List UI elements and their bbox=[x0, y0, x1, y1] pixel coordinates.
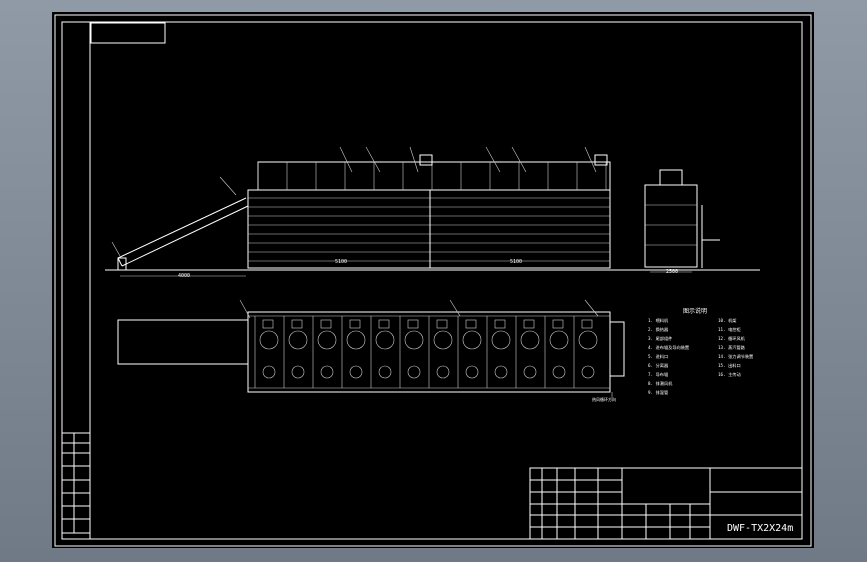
legend-item: 8. 排潮风机 bbox=[648, 380, 673, 387]
legend-item: 10. 机架 bbox=[718, 317, 736, 324]
legend-item: 11. 电控柜 bbox=[718, 326, 741, 333]
plan-view: 热风循环方向 bbox=[117, 299, 625, 402]
legend-title: 图示说明 bbox=[683, 307, 707, 315]
legend-item: 15. 出料口 bbox=[718, 362, 741, 369]
airflow-label: 热风循环方向 bbox=[592, 396, 616, 402]
dim-label-3: 5100 bbox=[510, 259, 522, 265]
legend-item: 13. 蒸汽管路 bbox=[718, 344, 746, 351]
end-elevation-view: 2500 bbox=[644, 169, 720, 275]
dim-label-2: 5100 bbox=[335, 259, 347, 265]
dim-label-4: 2500 bbox=[666, 269, 678, 275]
legend-item: 4. 进布辊及导向装置 bbox=[648, 344, 689, 351]
outer-border bbox=[54, 14, 812, 547]
legend-item: 1. 喂料机 bbox=[648, 317, 669, 324]
legend-item: 5. 进料口 bbox=[648, 353, 668, 360]
legend-item: 14. 张力调节装置 bbox=[718, 353, 753, 360]
legend-item: 9. 排湿管 bbox=[648, 389, 668, 396]
legend-item: 12. 循环风机 bbox=[718, 335, 746, 342]
cad-drawing-viewport[interactable]: 4000 5100 5100 2500 bbox=[52, 12, 814, 548]
side-elevation-view: 4000 5100 5100 bbox=[105, 146, 760, 279]
drawing-frame bbox=[61, 21, 803, 540]
legend-item: 2. 换热器 bbox=[648, 326, 669, 333]
legend-item: 16. 主传动 bbox=[718, 371, 741, 378]
top-left-code-box bbox=[90, 22, 166, 44]
legend-item: 6. 分离器 bbox=[648, 362, 669, 369]
dim-label-1: 4000 bbox=[178, 273, 190, 279]
legend-item: 3. 尾部组件 bbox=[648, 335, 672, 342]
legend-block: 图示说明 1. 喂料机 2. 换热器 3. 尾部组件 4. 进布辊及导向装置 5. 进料… bbox=[648, 307, 753, 396]
drawing-number: DWF-TX2X24m bbox=[727, 523, 793, 534]
legend-item: 7. 导布辊 bbox=[648, 371, 669, 378]
drawing-canvas: 4000 5100 5100 2500 bbox=[54, 14, 812, 547]
revision-strip bbox=[61, 432, 91, 534]
title-block: DWF-TX2X24m bbox=[529, 467, 803, 540]
